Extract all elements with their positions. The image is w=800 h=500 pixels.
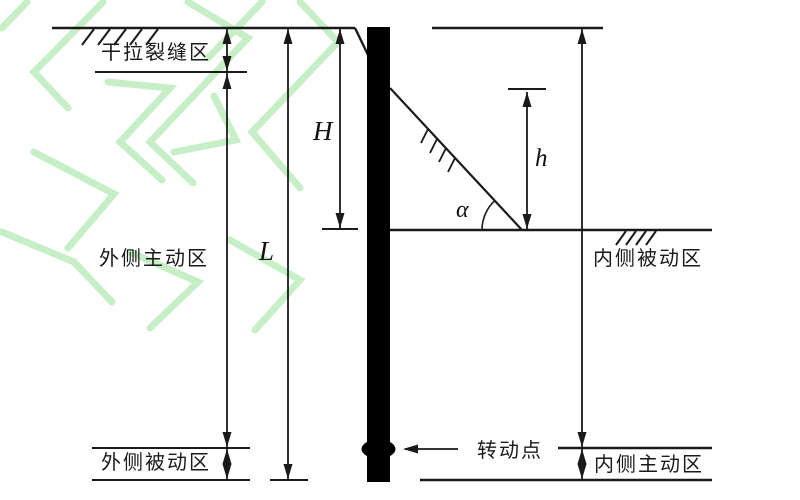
dimension-lines (226, 29, 583, 479)
inner-active-zone-label: 内侧主动区 (594, 454, 704, 476)
arrow-down-outer-passive-bottom (222, 464, 232, 479)
outer-passive-zone-label: 外侧被动区 (101, 452, 211, 474)
ground-lines (52, 26, 712, 482)
dim-L-label: L (259, 236, 275, 266)
arrow-up-crack-top (222, 29, 232, 44)
dim-H-label: H (313, 116, 333, 146)
arrow-down-h-bottom (522, 214, 532, 229)
arrow-down-crack-bottom (222, 56, 232, 71)
right-ground-hatching (615, 230, 657, 246)
arrow-up-outer-active-top (222, 74, 232, 89)
rotation-point-marker (361, 439, 396, 459)
left-ground-hatching (81, 28, 159, 46)
ground-slope-at-pile (353, 27, 371, 58)
arrow-down-L-bottom (283, 464, 293, 479)
slip-surface (389, 87, 523, 231)
arrowheads (222, 29, 587, 479)
arrow-down-H-bottom (335, 213, 345, 228)
alpha-angle-arc (481, 200, 496, 231)
dim-h-label: h (535, 145, 548, 172)
slip-line (389, 87, 523, 231)
watermark-strokes (0, 0, 343, 334)
arrow-up-H-top (335, 29, 345, 44)
inner-passive-zone-label: 内侧被动区 (593, 248, 703, 270)
crack-zone-label: 干拉裂缝区 (101, 42, 211, 64)
rotation-point-label: 转动点 (477, 440, 543, 462)
arrow-down-outer-active-bottom (222, 432, 232, 447)
pile-wall (367, 27, 390, 482)
arrow-down-right-dim-bottom (577, 432, 587, 447)
arrow-up-h-top (522, 92, 532, 107)
arrow-up-outer-passive-top (222, 449, 232, 464)
arrow-up-inner-active-top (577, 449, 587, 464)
slip-line-hatching (420, 128, 456, 173)
angle-alpha-label: α (456, 197, 469, 223)
arrow-down-inner-active-bottom (577, 464, 587, 479)
zone-boundary-lines (92, 71, 546, 481)
outer-active-zone-label: 外侧主动区 (99, 248, 209, 270)
arrow-left-rotation-point (403, 444, 418, 454)
arrow-up-right-dim-top (577, 29, 587, 44)
arrow-up-L-top (283, 29, 293, 44)
